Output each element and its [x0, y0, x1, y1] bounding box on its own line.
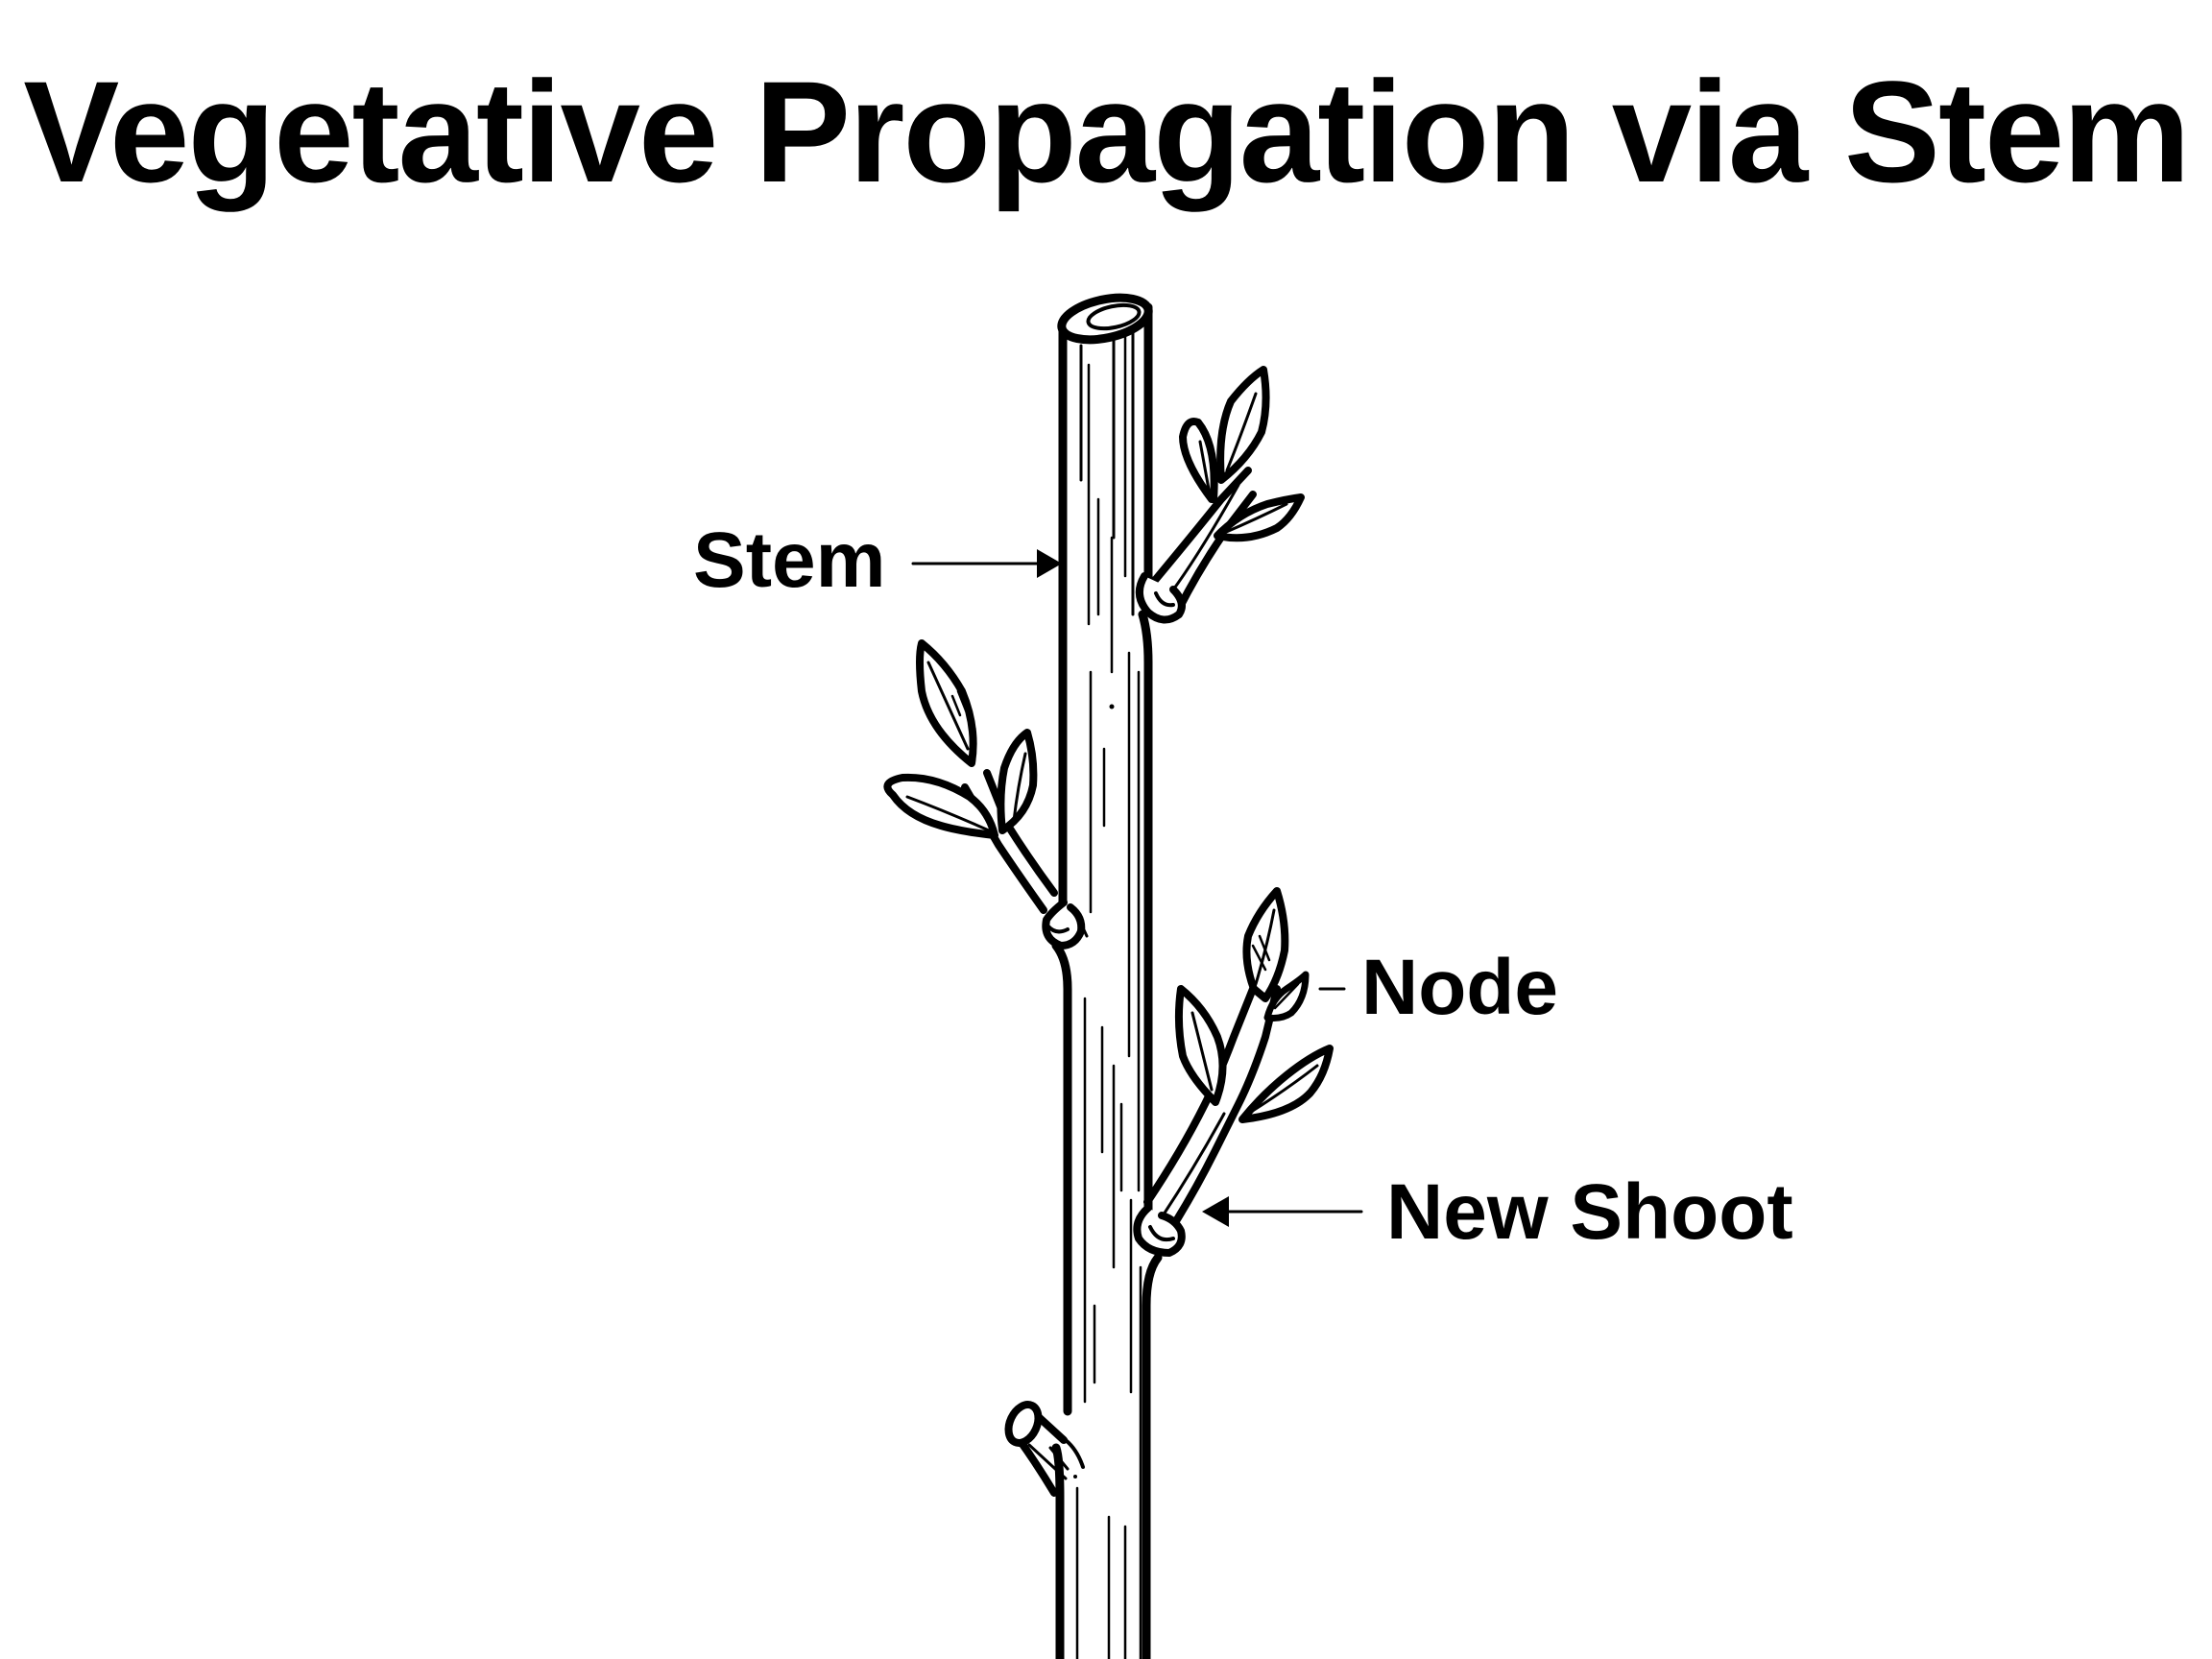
new-shoot-branch: [1133, 887, 1334, 1257]
upper-right-branch: [1135, 366, 1305, 624]
node-label: Node: [1361, 944, 1558, 1031]
cut-branch-stub: [1004, 1401, 1085, 1497]
diagram-title: Vegetative Propagation via Stem: [23, 51, 2190, 212]
new-shoot-label: New Shoot: [1386, 1168, 1793, 1256]
new-shoot-pointer-arrow: [1202, 1196, 1363, 1227]
stem-label: Stem: [693, 517, 886, 604]
stem-pointer-arrow: [911, 549, 1062, 578]
left-branch: [883, 639, 1089, 950]
main-stem: [1051, 293, 1163, 1659]
